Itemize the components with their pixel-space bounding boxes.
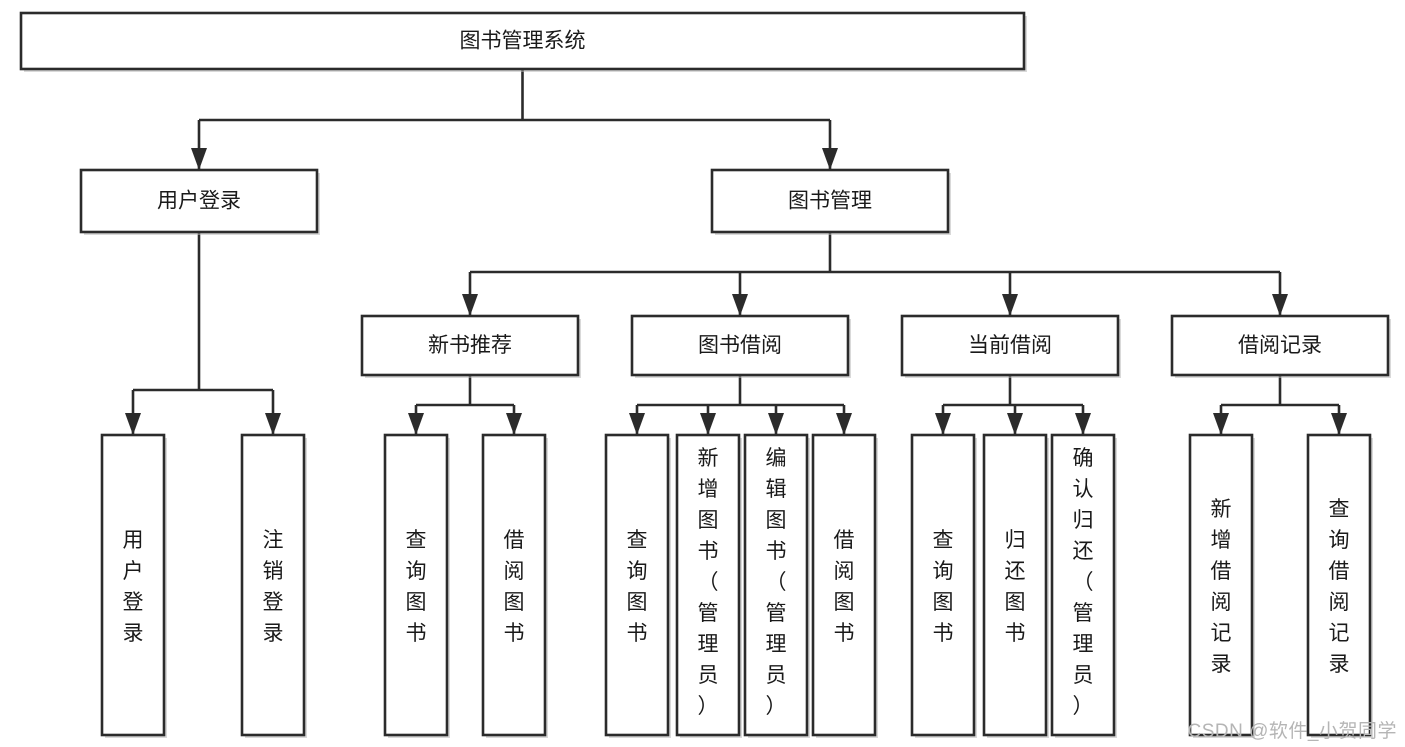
node-box-new-book-recommend[interactable]: 新书推荐 bbox=[360, 314, 581, 378]
node-label: 编辑图书（管理员） bbox=[766, 447, 787, 718]
node-box-leaf-edit-book-admin[interactable]: 编辑图书（管理员） bbox=[743, 433, 810, 738]
node-label: 查询借阅记录 bbox=[1329, 498, 1350, 676]
node-box-leaf-borrow-book-recommend[interactable]: 借阅图书 bbox=[481, 433, 548, 738]
node-box-root[interactable]: 图书管理系统 bbox=[19, 11, 1027, 72]
connector-arrow-icon bbox=[1272, 294, 1288, 316]
node-label: 图书管理 bbox=[788, 190, 872, 213]
node-box-leaf-logout-login[interactable]: 注销登录 bbox=[240, 433, 307, 738]
node-box-leaf-query-book-current[interactable]: 查询图书 bbox=[910, 433, 977, 738]
node-label: 查询图书 bbox=[627, 529, 648, 645]
node-boxes: 图书管理系统用户登录图书管理新书推荐图书借阅当前借阅借阅记录用户登录注销登录查询… bbox=[19, 11, 1391, 738]
connector-arrow-icon bbox=[935, 413, 951, 435]
connector-arrow-icon bbox=[1002, 294, 1018, 316]
connector-arrow-icon bbox=[462, 294, 478, 316]
node-label: 图书管理系统 bbox=[460, 30, 586, 53]
node-box-leaf-add-book-admin[interactable]: 新增图书（管理员） bbox=[675, 433, 742, 738]
connector-arrow-icon bbox=[265, 413, 281, 435]
connector-arrow-icon bbox=[191, 148, 207, 170]
node-label: 借阅图书 bbox=[504, 529, 525, 645]
node-label: 注销登录 bbox=[263, 529, 284, 645]
connector-arrow-icon bbox=[1213, 413, 1229, 435]
connector-arrow-icon bbox=[629, 413, 645, 435]
connector-arrow-icon bbox=[125, 413, 141, 435]
node-box-leaf-query-borrow-record[interactable]: 查询借阅记录 bbox=[1306, 433, 1373, 738]
connector-arrow-icon bbox=[732, 294, 748, 316]
node-box-user-login[interactable]: 用户登录 bbox=[79, 168, 320, 235]
connector-arrow-icon bbox=[836, 413, 852, 435]
node-box-book-borrow[interactable]: 图书借阅 bbox=[630, 314, 851, 378]
node-label: 新书推荐 bbox=[428, 334, 512, 357]
connector-lines bbox=[125, 69, 1347, 435]
node-box-leaf-query-book-recommend[interactable]: 查询图书 bbox=[383, 433, 450, 738]
connector-arrow-icon bbox=[1331, 413, 1347, 435]
node-label: 借阅图书 bbox=[834, 529, 855, 645]
node-label: 借阅记录 bbox=[1238, 334, 1322, 357]
node-box-leaf-add-borrow-record[interactable]: 新增借阅记录 bbox=[1188, 433, 1255, 738]
connector-arrow-icon bbox=[822, 148, 838, 170]
connector-arrow-icon bbox=[408, 413, 424, 435]
node-box-leaf-borrow-book[interactable]: 借阅图书 bbox=[811, 433, 878, 738]
node-label: 确认归还（管理员） bbox=[1073, 447, 1094, 718]
node-box-book-management[interactable]: 图书管理 bbox=[710, 168, 951, 235]
node-label: 用户登录 bbox=[157, 190, 241, 213]
node-label: 归还图书 bbox=[1005, 529, 1026, 645]
node-label: 当前借阅 bbox=[968, 334, 1052, 357]
node-label: 新增图书（管理员） bbox=[698, 447, 719, 718]
node-box-leaf-query-book-borrow[interactable]: 查询图书 bbox=[604, 433, 671, 738]
watermark-label: CSDN @软件_小贺同学 bbox=[1187, 721, 1397, 742]
connector-arrow-icon bbox=[506, 413, 522, 435]
connector-arrow-icon bbox=[1075, 413, 1091, 435]
node-box-leaf-return-book[interactable]: 归还图书 bbox=[982, 433, 1049, 738]
node-label: 查询图书 bbox=[406, 529, 427, 645]
node-label: 查询图书 bbox=[933, 529, 954, 645]
node-box-borrow-record[interactable]: 借阅记录 bbox=[1170, 314, 1391, 378]
connector-arrow-icon bbox=[1007, 413, 1023, 435]
node-box-current-borrow[interactable]: 当前借阅 bbox=[900, 314, 1121, 378]
connector-arrow-icon bbox=[768, 413, 784, 435]
node-label: 新增借阅记录 bbox=[1211, 498, 1232, 676]
node-box-leaf-user-login[interactable]: 用户登录 bbox=[100, 433, 167, 738]
connector-arrow-icon bbox=[700, 413, 716, 435]
node-label: 用户登录 bbox=[123, 529, 144, 645]
node-box-leaf-confirm-return-admin[interactable]: 确认归还（管理员） bbox=[1050, 433, 1117, 738]
node-label: 图书借阅 bbox=[698, 334, 782, 357]
